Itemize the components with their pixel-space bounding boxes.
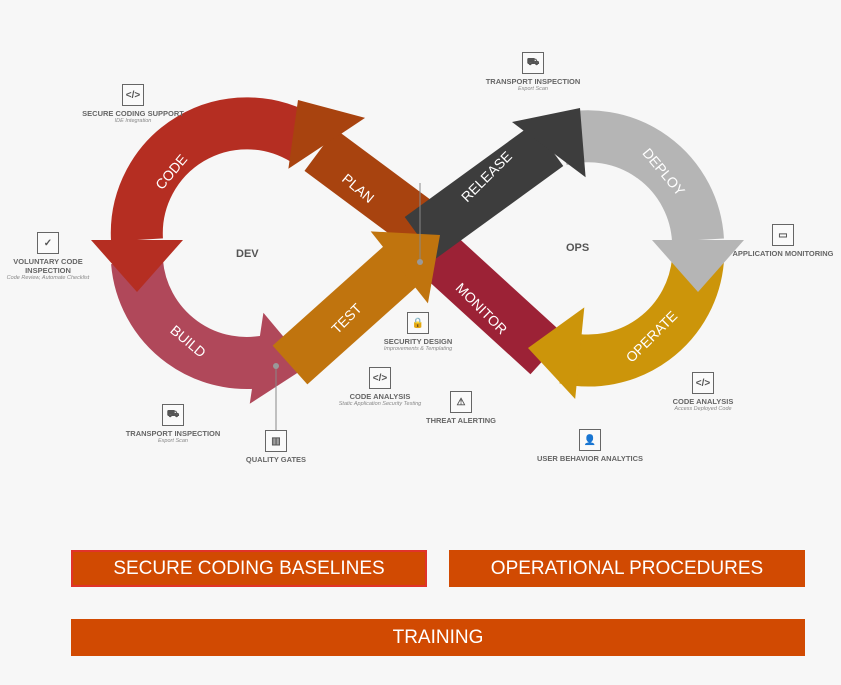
- release-arrowhead: [512, 108, 586, 178]
- laptop-icon: ▭: [772, 224, 794, 246]
- plan-arrowhead: [288, 100, 366, 169]
- test-arrowhead: [370, 231, 440, 304]
- callout-user-behavior-analytics: 👤 USER BEHAVIOR ANALYTICS: [535, 429, 645, 463]
- callout-threat-alerting: ⚠ THREAT ALERTING: [406, 391, 516, 425]
- callout-subtitle: Access Deployed Code: [674, 406, 732, 412]
- code-icon: </>: [122, 84, 144, 106]
- user-icon: 👤: [579, 429, 601, 451]
- release-band: [404, 123, 564, 260]
- build-arrowhead: [249, 312, 308, 404]
- build-band: [111, 259, 278, 389]
- callout-title: TRANSPORT INSPECTION: [485, 77, 581, 86]
- code-icon: </>: [692, 372, 714, 394]
- pointer-dot: [417, 259, 423, 265]
- test-band: [272, 242, 423, 385]
- warning-icon: ⚠: [450, 391, 472, 413]
- callout-subtitle: Code Review, Automate Checklist: [6, 275, 90, 281]
- callout-subtitle: Static Application Security Testing: [338, 401, 422, 407]
- truck-icon: ⛟: [162, 404, 184, 426]
- callout-title: THREAT ALERTING: [426, 416, 496, 425]
- callout-title: USER BEHAVIOR ANALYTICS: [537, 454, 643, 463]
- callout-quality-gates: ▥ QUALITY GATES: [221, 430, 331, 464]
- training-button[interactable]: TRAINING: [71, 619, 805, 656]
- dev-label: DEV: [236, 248, 259, 260]
- deploy-band: [553, 110, 724, 243]
- callout-title: SECURITY DESIGN: [383, 337, 453, 346]
- callout-title: CODE ANALYSIS: [349, 392, 411, 401]
- truck-icon: ⛟: [522, 52, 544, 74]
- callout-title: QUALITY GATES: [245, 455, 307, 464]
- callout-title: SECURE CODING SUPPORT: [82, 109, 184, 118]
- build-segment: BUILD: [111, 259, 308, 404]
- callout-title: APPLICATION MONITORING: [732, 249, 834, 258]
- callout-application-monitoring: ▭ APPLICATION MONITORING: [728, 224, 838, 258]
- callout-title: TRANSPORT INSPECTION: [125, 429, 221, 438]
- callout-title: VOLUNTARY CODE INSPECTION: [13, 257, 83, 275]
- callout-subtitle: Improvements & Templating: [383, 346, 453, 352]
- code-arrowhead: [91, 240, 183, 292]
- secure-coding-baselines-button[interactable]: SECURE CODING BASELINES: [71, 550, 427, 587]
- operate-arrowhead: [528, 307, 585, 399]
- release-segment: RELEASE: [404, 108, 586, 260]
- callout-subtitle: IDE Integration: [114, 118, 152, 124]
- code-icon: </>: [369, 367, 391, 389]
- check-circle-icon: ✓: [37, 232, 59, 254]
- ops-label: OPS: [566, 242, 589, 254]
- callout-title: CODE ANALYSIS: [672, 397, 734, 406]
- monitor-segment: MONITOR: [402, 218, 566, 375]
- callout-subtitle: Export Scan: [158, 438, 188, 444]
- plan-segment: PLAN: [288, 100, 441, 249]
- code-segment: CODE: [91, 97, 319, 292]
- gate-icon: ▥: [265, 430, 287, 452]
- pointer-dot: [273, 363, 279, 369]
- callout-subtitle: Export Scan: [518, 86, 548, 92]
- code-band: [110, 97, 319, 242]
- deploy-arrowhead: [652, 240, 744, 292]
- test-segment: TEST: [272, 231, 440, 385]
- monitor-band: [402, 218, 566, 375]
- deploy-segment: DEPLOY: [553, 110, 744, 292]
- operational-procedures-button[interactable]: OPERATIONAL PROCEDURES: [449, 550, 805, 587]
- security-design-icon: 🔒: [407, 312, 429, 334]
